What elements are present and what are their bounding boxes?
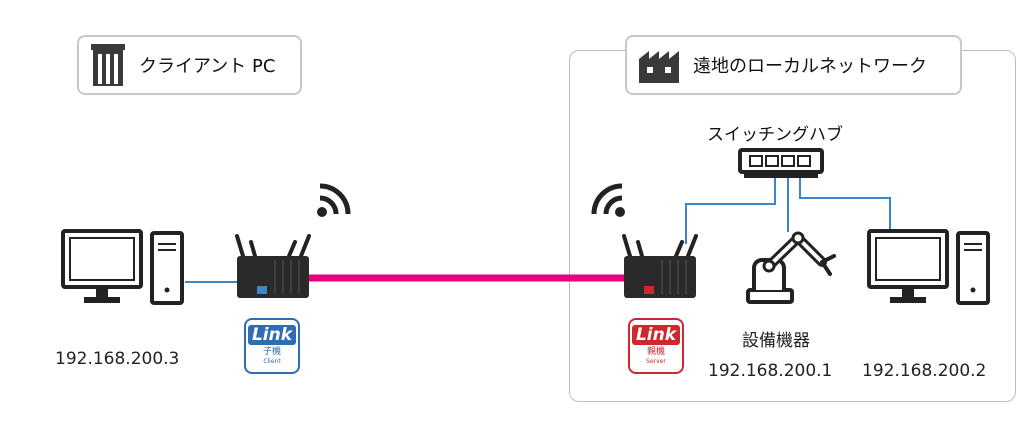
remote-network-label: 遠地のローカルネットワーク [693, 56, 927, 77]
equipment-ip: 192.168.200.1 [708, 361, 833, 381]
parent-unit-kind: 親機 [646, 347, 665, 357]
parent-unit-logo: Link [631, 325, 681, 345]
client-router-icon [235, 234, 311, 298]
remote-network-label-box: 遠地のローカルネットワーク [625, 35, 962, 95]
wifi-server-icon [591, 183, 625, 217]
hub-to-parent-link [685, 172, 776, 244]
child-unit-logo: Link [247, 325, 297, 345]
remote-pc-ip: 192.168.200.2 [862, 361, 987, 381]
client-pc-icon [61, 229, 184, 305]
robot-arm-icon [746, 231, 836, 304]
parent-unit-badge: Link 親機 Server [628, 318, 684, 374]
parent-unit-sub: Server [646, 358, 666, 365]
equipment-label: 設備機器 [742, 331, 810, 351]
hub-to-remote-pc-link [799, 172, 891, 232]
child-unit-sub: Client [263, 358, 281, 365]
wifi-client-icon [317, 183, 351, 217]
factory-icon [639, 51, 679, 83]
client-pc-ip: 192.168.200.3 [55, 349, 180, 369]
client-pc-label: クライアント PC [139, 56, 276, 77]
child-unit-kind: 子機 [262, 347, 281, 357]
child-unit-badge: Link 子機 Client [244, 318, 300, 374]
switching-hub-icon [738, 148, 824, 178]
client-pc-label-box: クライアント PC [77, 35, 302, 95]
building-icon [91, 44, 125, 86]
remote-pc-icon [867, 229, 990, 305]
server-router-icon [622, 234, 698, 298]
switching-hub-label: スイッチングハブ [707, 125, 843, 145]
